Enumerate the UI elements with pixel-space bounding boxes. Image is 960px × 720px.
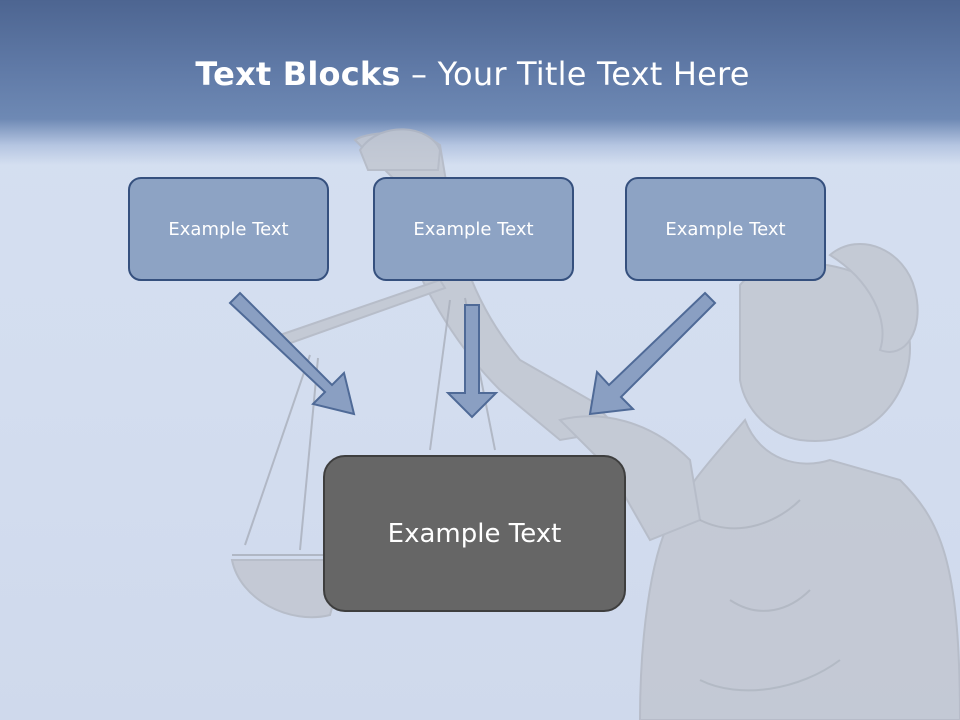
title-bold: Text Blocks bbox=[195, 55, 401, 93]
text-block-1[interactable]: Example Text bbox=[128, 177, 329, 281]
text-block-1-label: Example Text bbox=[168, 218, 289, 240]
text-block-2[interactable]: Example Text bbox=[373, 177, 574, 281]
title-rest: Your Title Text Here bbox=[437, 55, 750, 93]
title-band bbox=[0, 0, 960, 165]
title-dash: – bbox=[400, 55, 438, 93]
text-block-3-label: Example Text bbox=[665, 218, 786, 240]
main-text-block[interactable]: Example Text bbox=[323, 455, 626, 612]
text-block-2-label: Example Text bbox=[413, 218, 534, 240]
arrow-center-down bbox=[445, 304, 499, 419]
slide-title: Text Blocks – Your Title Text Here bbox=[0, 55, 945, 93]
main-text-block-label: Example Text bbox=[387, 518, 562, 549]
arrow-left-diagonal bbox=[228, 291, 356, 416]
text-block-3[interactable]: Example Text bbox=[625, 177, 826, 281]
arrow-right-diagonal bbox=[588, 291, 717, 416]
